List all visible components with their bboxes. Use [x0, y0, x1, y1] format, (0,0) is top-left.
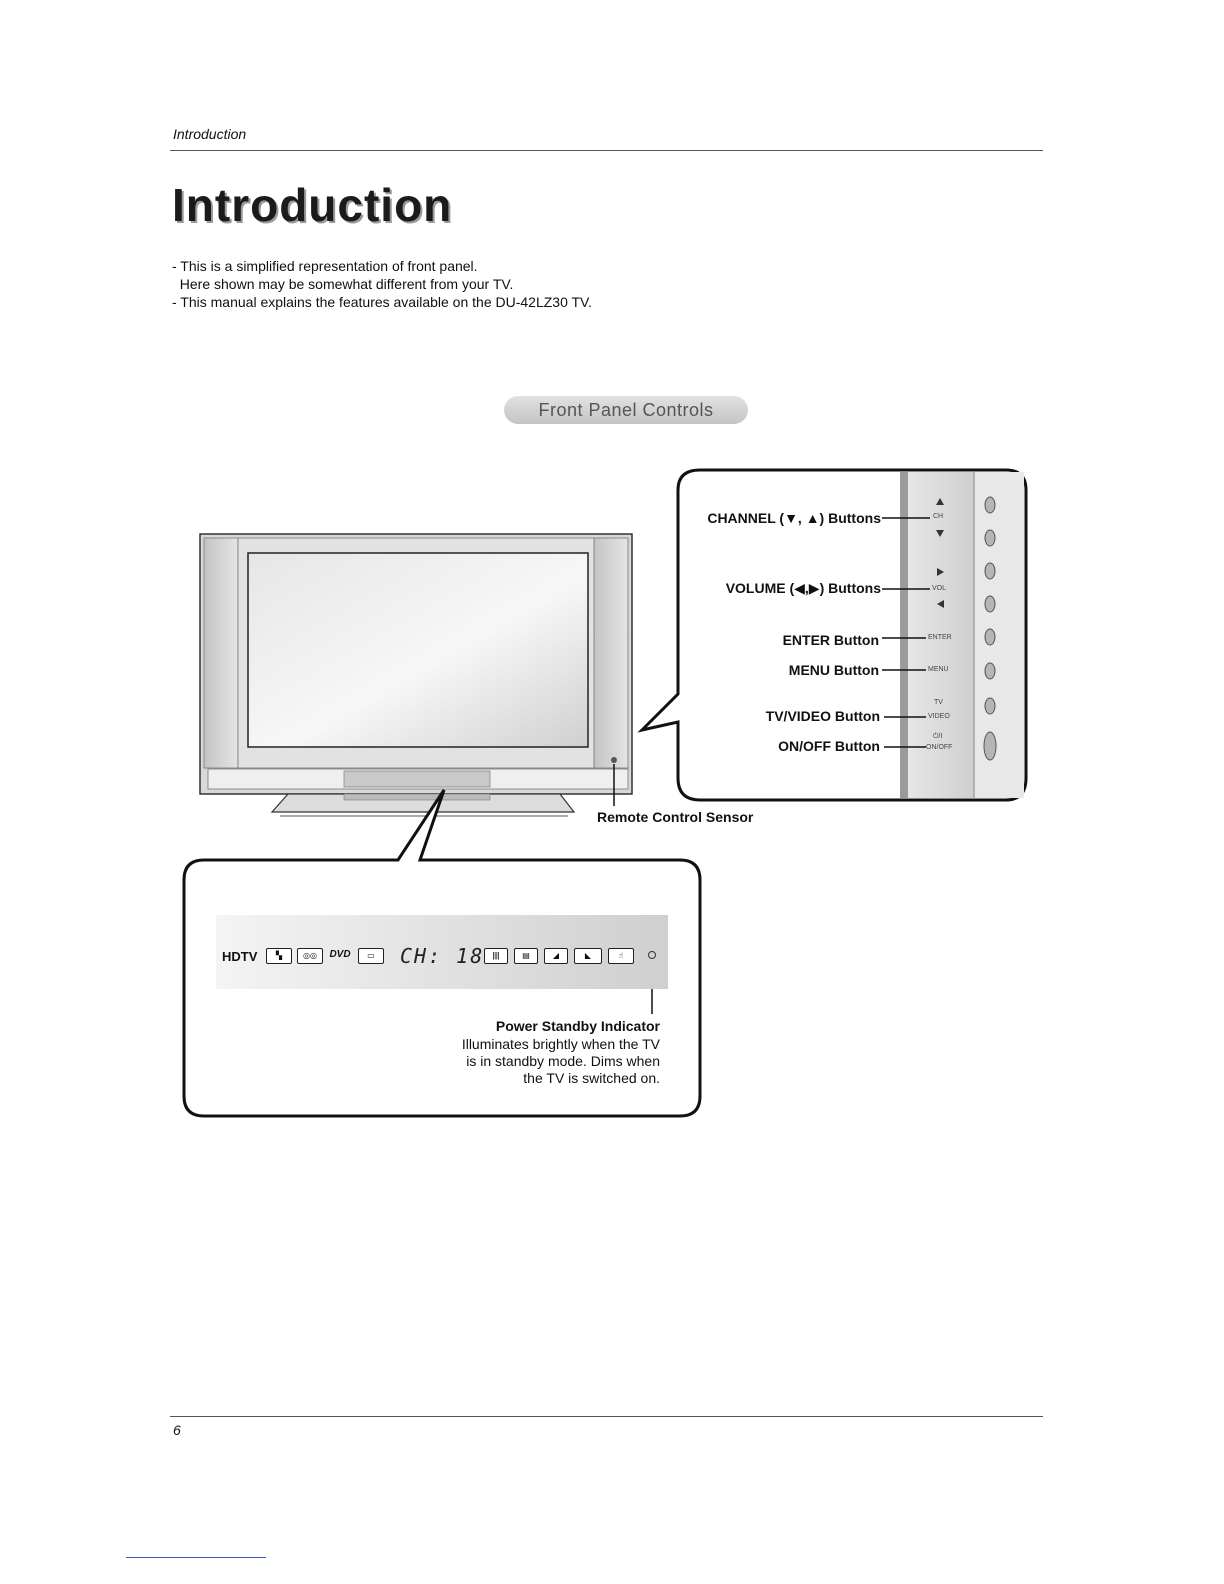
sound-icon: ◢: [544, 948, 568, 964]
panel-mark-tv: TV: [934, 699, 943, 706]
channel-readout: CH: 18: [400, 944, 485, 968]
label-tvvideo-button: TV/VIDEO Button: [765, 708, 880, 724]
panel-mark-enter: ENTER: [928, 634, 952, 641]
label-channel-buttons: CHANNEL (▼, ▲) Buttons: [707, 510, 881, 526]
power-standby-title: Power Standby Indicator: [495, 1018, 660, 1034]
side-panel-callout: [637, 468, 1028, 802]
page-title: Introduction: [172, 179, 453, 231]
hdtv-indicator: HDTV: [222, 949, 258, 964]
picture-icon: ▤: [514, 948, 538, 964]
hand-icon: ☝: [608, 948, 634, 964]
power-standby-description: Illuminates brightly when the TV is in s…: [461, 1036, 660, 1086]
power-standby-led: [648, 951, 656, 959]
panel-mark-menu: MENU: [928, 666, 949, 673]
label-remote-sensor: Remote Control Sensor: [597, 809, 754, 825]
dvd-indicator: DVD: [329, 949, 351, 960]
panel-mark-vol: VOL: [932, 585, 947, 592]
header-rule: [170, 150, 1043, 151]
label-menu-button: MENU Button: [788, 662, 879, 678]
vcr-icon: ◎◎: [297, 948, 323, 964]
antenna-icon: ▚: [266, 948, 292, 964]
pc-input-icon: ▭: [358, 948, 384, 964]
panel-mark-ch: CH: [933, 513, 944, 520]
page-number: 6: [173, 1422, 181, 1438]
panel-mark-video: VIDEO: [928, 713, 950, 720]
remote-sensor-dot: [611, 757, 617, 763]
footer-link-underline: [126, 1557, 266, 1558]
intro-line-3: - This manual explains the features avai…: [172, 294, 592, 310]
intro-line-1: - This is a simplified representation of…: [172, 258, 478, 274]
label-onoff-button: ON/OFF Button: [778, 738, 880, 754]
intro-line-2: Here shown may be somewhat different fro…: [172, 276, 514, 292]
front-display-strip: HDTV ▚ ◎◎ DVD ▭ CH: 18 ||| ▤ ◢ ◣ ☝: [216, 915, 668, 989]
intro-text: - This is a simplified representation of…: [172, 257, 592, 311]
footer-rule: [170, 1416, 1043, 1417]
bars-icon: |||: [484, 948, 508, 964]
timer-icon: ◣: [574, 948, 602, 964]
tv-body: [199, 533, 633, 817]
panel-mark-onoff: ON/OFF: [926, 744, 953, 751]
section-pill: Front Panel Controls: [504, 396, 748, 424]
panel-mark-power-symbol: ⏻/I: [933, 733, 943, 740]
label-enter-button: ENTER Button: [782, 632, 879, 648]
running-header: Introduction: [173, 126, 247, 142]
label-volume-buttons: VOLUME (◀,▶) Buttons: [725, 580, 881, 596]
